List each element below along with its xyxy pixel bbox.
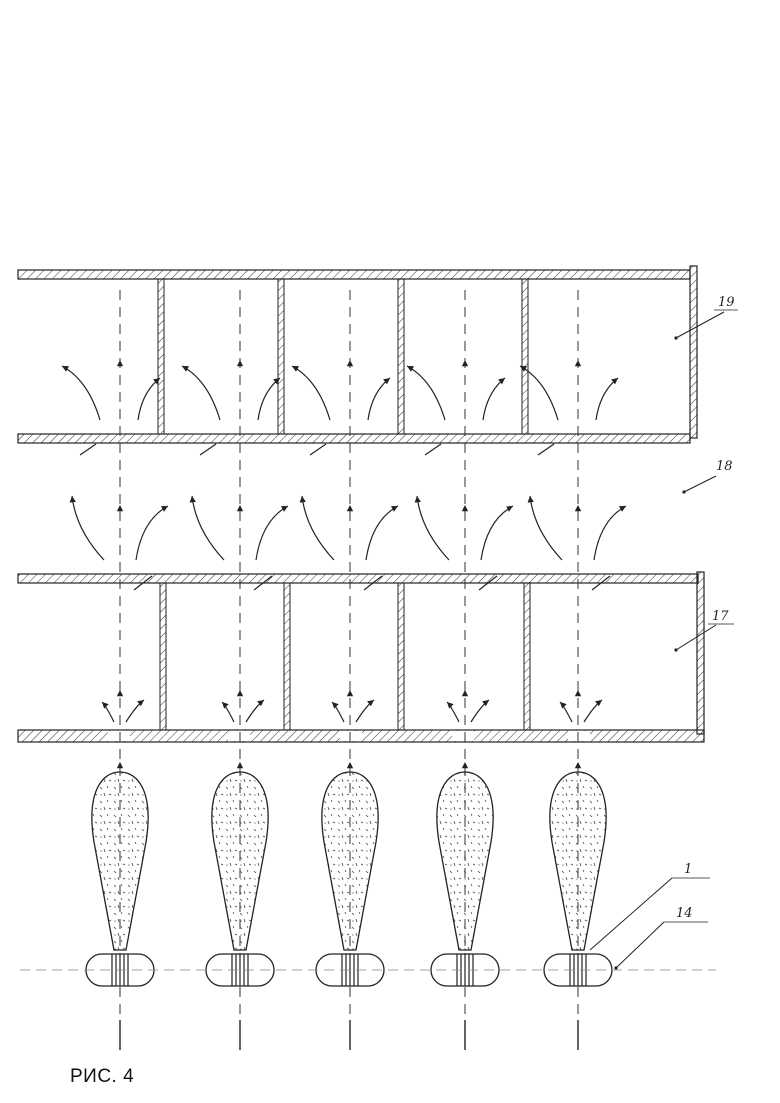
flow-arrow — [530, 496, 562, 560]
flow-arrow-head — [528, 496, 534, 503]
flow-arrow-head — [447, 702, 454, 709]
figure-caption: РИС. 4 — [70, 1066, 134, 1088]
flow-arrow-head — [281, 506, 288, 512]
deflector-mark — [80, 444, 96, 455]
flow-arrow-head — [182, 366, 189, 372]
axis-arrow-head — [575, 505, 581, 511]
axis-arrow-head — [575, 690, 581, 696]
flame-arrow-head — [462, 762, 468, 768]
label-19: 19 — [674, 295, 738, 340]
upper-chamber-end-wall — [690, 266, 697, 438]
axis-arrow-head — [347, 360, 353, 366]
deflector-mark — [425, 444, 441, 455]
axis-arrow-head — [117, 690, 123, 696]
flow-arrow — [407, 366, 445, 420]
label-19-text: 19 — [718, 295, 735, 310]
flame-arrow-head — [575, 762, 581, 768]
flow-arrow-head — [70, 496, 76, 503]
flow-arrow-head — [391, 506, 398, 512]
deflector-mark — [310, 444, 326, 455]
label-14: 14 — [614, 906, 708, 970]
flow-arrow-head — [506, 506, 513, 512]
flow-arrow — [368, 378, 390, 420]
flow-arrow-head — [619, 506, 626, 512]
deflector-mark — [200, 444, 216, 455]
flow-arrow — [62, 366, 100, 420]
flow-arrow — [594, 506, 626, 560]
flow-arrow — [136, 506, 168, 560]
label-18: 18 — [682, 459, 732, 494]
flow-arrow-head — [161, 506, 168, 512]
upper-chamber-top-wall — [18, 270, 690, 279]
flame-arrow-head — [117, 762, 123, 768]
lower-partition — [284, 583, 290, 730]
lower-partition — [524, 583, 530, 730]
flame-arrow-head — [237, 762, 243, 768]
flow-arrow — [481, 506, 513, 560]
axis-arrow-head — [462, 690, 468, 696]
upper-partition — [398, 279, 404, 434]
flame-arrow-head — [347, 762, 353, 768]
label-17-text: 17 — [712, 609, 729, 624]
flow-arrow-head — [560, 702, 567, 709]
axis-arrow-head — [347, 505, 353, 511]
axis-arrow-head — [462, 505, 468, 511]
lower-chamber-end-wall — [697, 572, 704, 734]
flow-arrow — [72, 496, 104, 560]
flow-arrow — [192, 496, 224, 560]
upper-chamber-bottom-wall — [18, 434, 690, 443]
flow-arrow-head — [407, 366, 414, 372]
flow-arrow — [182, 366, 220, 420]
upper-partition — [522, 279, 528, 434]
axis-arrow-head — [237, 690, 243, 696]
label-14-text: 14 — [676, 906, 693, 921]
flow-arrow — [417, 496, 449, 560]
flow-arrow — [483, 378, 505, 420]
flow-arrow-head — [292, 366, 299, 372]
lower-partition — [160, 583, 166, 730]
flow-arrow — [302, 496, 334, 560]
axis-arrow-head — [462, 360, 468, 366]
flow-arrow — [366, 506, 398, 560]
flame — [550, 772, 606, 950]
flow-arrow-head — [300, 496, 306, 503]
axis-arrow-head — [117, 360, 123, 366]
axis-arrow-head — [575, 360, 581, 366]
lower-partition — [398, 583, 404, 730]
flow-arrow — [256, 506, 288, 560]
jet-columns — [62, 290, 626, 1050]
flame — [437, 772, 493, 950]
flow-arrow — [138, 378, 160, 420]
flow-arrow-head — [62, 366, 69, 372]
flow-arrow-head — [332, 702, 339, 709]
deflector-mark — [538, 444, 554, 455]
flame — [92, 772, 148, 950]
label-18-text: 18 — [716, 459, 733, 474]
flow-arrow-head — [415, 496, 421, 503]
axis-arrow-head — [237, 505, 243, 511]
flow-arrow — [596, 378, 618, 420]
lower-chamber — [18, 572, 704, 742]
flow-arrow-head — [222, 702, 229, 709]
flow-arrow — [258, 378, 280, 420]
upper-partition — [158, 279, 164, 434]
flame — [322, 772, 378, 950]
label-1-text: 1 — [684, 862, 692, 877]
flame — [212, 772, 268, 950]
axis-arrow-head — [347, 690, 353, 696]
flow-arrow-head — [102, 702, 109, 709]
axis-arrow-head — [117, 505, 123, 511]
flow-arrow-head — [190, 496, 196, 503]
upper-partition — [278, 279, 284, 434]
flow-arrow — [292, 366, 330, 420]
axis-arrow-head — [237, 360, 243, 366]
